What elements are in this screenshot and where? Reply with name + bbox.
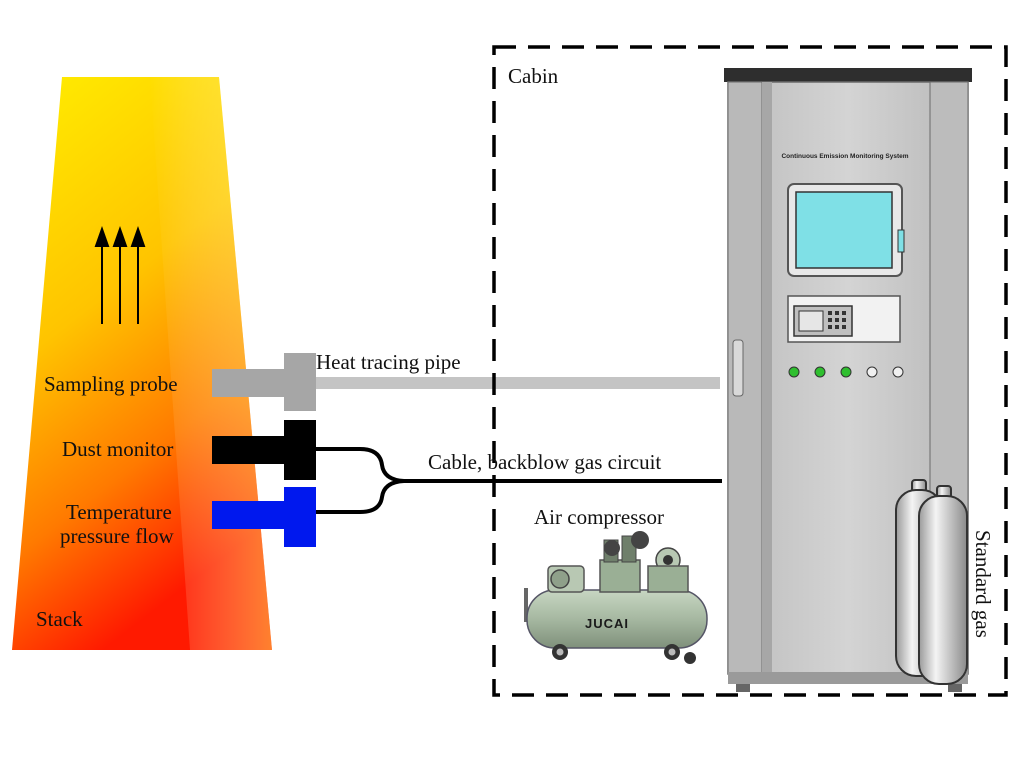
cabin-label: Cabin bbox=[508, 64, 559, 88]
sampling-probe bbox=[212, 353, 316, 411]
cabin-border bbox=[492, 45, 1008, 697]
cable-circuit-line bbox=[316, 447, 722, 514]
stack-label: Stack bbox=[36, 607, 83, 631]
up-arrows-icon bbox=[94, 225, 146, 324]
heat-tracing-pipe bbox=[316, 377, 720, 389]
dust-monitor bbox=[212, 420, 316, 480]
stack bbox=[12, 77, 272, 650]
air-compressor-label: Air compressor bbox=[534, 505, 664, 529]
cabinet-title: Continuous Emission Monitoring System bbox=[781, 153, 908, 160]
gas-cylinders-icon bbox=[895, 479, 968, 685]
temperature-label-line1: Temperature bbox=[66, 500, 172, 524]
dust-monitor-label: Dust monitor bbox=[62, 437, 173, 461]
sampling-probe-label: Sampling probe bbox=[44, 372, 178, 396]
temperature-label-line2: pressure flow bbox=[60, 524, 175, 548]
air-compressor-icon bbox=[524, 531, 708, 664]
temperature-pressure-flow-sensor bbox=[212, 487, 316, 547]
heat-tracing-pipe-label: Heat tracing pipe bbox=[316, 350, 461, 374]
compressor-brand: JUCAI bbox=[585, 616, 629, 631]
cable-circuit-label: Cable, backblow gas circuit bbox=[428, 450, 661, 474]
standard-gas-label: Standard gas bbox=[971, 530, 995, 638]
